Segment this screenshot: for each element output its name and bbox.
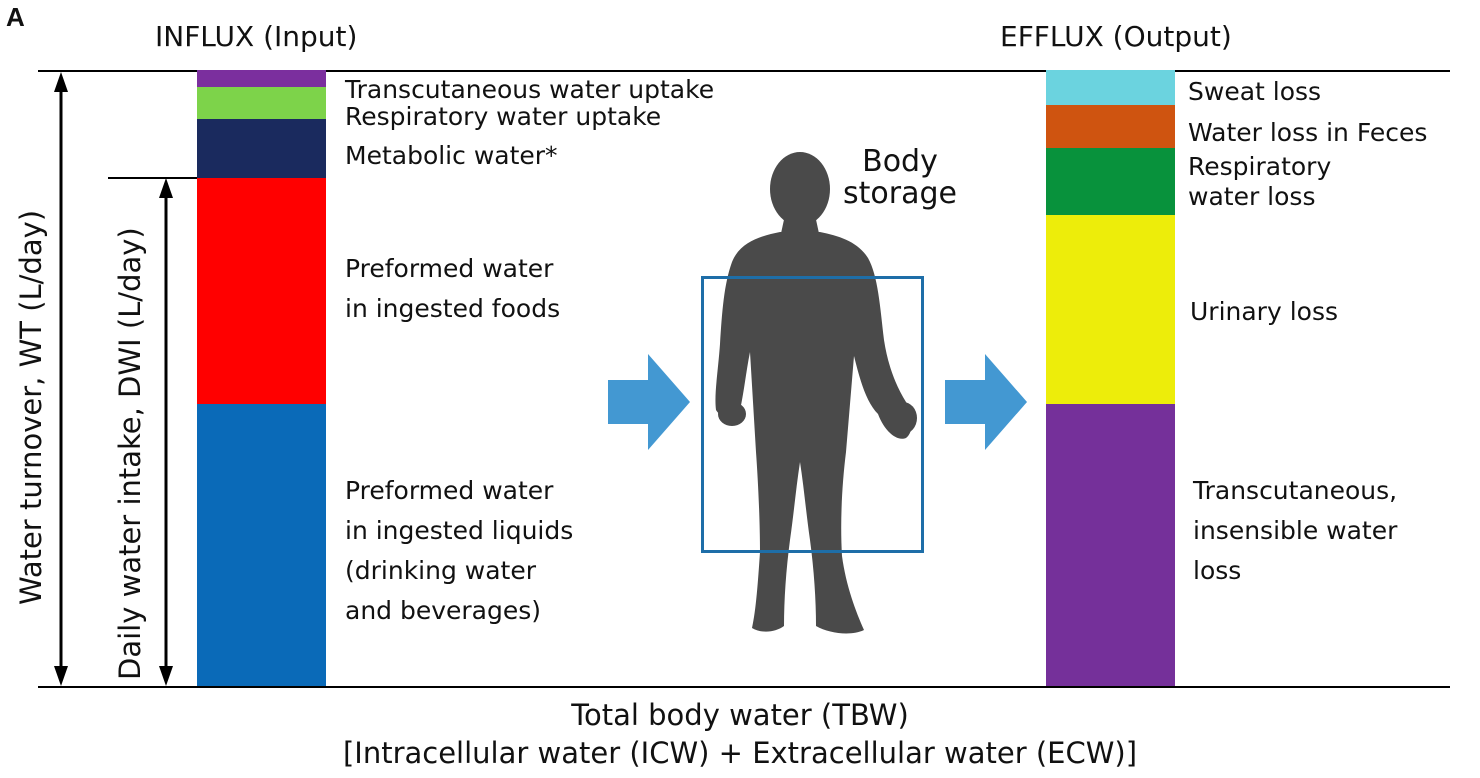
dwi-level-line [108,177,198,179]
influx-seg-transcutaneous [197,70,326,87]
efflux-seg-respiratory [1046,148,1175,215]
efflux-seg-sweat [1046,70,1175,105]
label-respiratory-loss: Respiratory water loss [1188,152,1331,212]
label-transcutaneous-loss-line2: insensible water [1193,516,1398,545]
label-sweat-loss: Sweat loss [1188,77,1322,106]
label-feces-loss: Water loss in Feces [1188,118,1428,147]
label-metabolic-water: Metabolic water* [345,141,558,170]
label-respiratory-uptake: Respiratory water uptake [345,102,662,131]
panel-letter: A [6,2,25,32]
flow-arrow-out [945,354,1027,450]
label-liquids-line3: (drinking water [345,556,537,585]
label-urinary-loss: Urinary loss [1190,297,1338,326]
label-foods: Preformed water in ingested foods [345,249,560,329]
flow-arrow-in [608,354,690,450]
influx-seg-respiratory [197,87,326,119]
label-transcutaneous-uptake: Transcutaneous water uptake [345,75,715,104]
influx-seg-metabolic [197,119,326,178]
label-liquids-line1: Preformed water [345,476,554,505]
efflux-seg-urinary [1046,215,1175,404]
label-foods-line2: in ingested foods [345,294,561,323]
efflux-seg-transcutaneous [1046,404,1175,686]
bottom-baseline [38,686,1450,688]
top-baseline [38,70,1450,72]
body-storage-line2: storage [843,176,957,211]
label-foods-line1: Preformed water [345,254,554,283]
label-liquids-line2: in ingested liquids [345,516,574,545]
label-liquids: Preformed water in ingested liquids (dri… [345,471,573,631]
efflux-title: EFFLUX (Output) [1000,20,1232,53]
bottom-caption-line2: [Intracellular water (ICW) + Extracellul… [342,736,1138,770]
influx-title: INFLUX (Input) [155,20,358,53]
label-liquids-line4: and beverages) [345,596,542,625]
label-transcutaneous-loss-line3: loss [1193,556,1242,585]
bottom-caption-line1: Total body water (TBW) [571,698,909,732]
label-respiratory-loss-line2: water loss [1188,182,1316,211]
label-respiratory-loss-line1: Respiratory [1188,152,1332,181]
body-storage-label: Body storage [830,146,970,210]
body-storage-line1: Body [862,144,938,179]
body-storage-box [701,276,924,553]
label-transcutaneous-loss-line1: Transcutaneous, [1193,476,1398,505]
efflux-seg-feces [1046,105,1175,148]
label-transcutaneous-loss: Transcutaneous, insensible water loss [1193,471,1397,591]
influx-seg-foods [197,178,326,404]
influx-seg-liquids [197,404,326,686]
